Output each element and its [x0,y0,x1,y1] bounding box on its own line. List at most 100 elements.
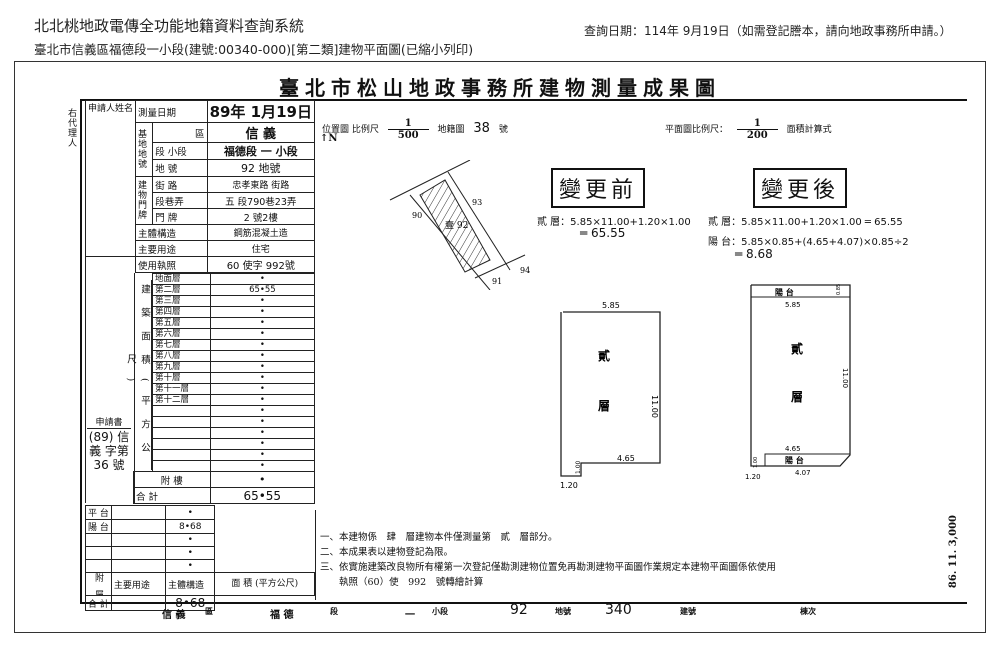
survey-date: 89年 1月19日 [206,100,316,123]
annex-use [85,559,112,573]
annex-area: • [164,546,216,560]
document-inner-border [80,99,967,604]
floor-area: • [209,438,316,450]
site-lot-below: 91 [492,277,502,286]
footer-building-no: 340 [605,602,632,618]
lot: 92 地號 [206,159,316,177]
document-title: 臺北市松山地政事務所建物測量成果圖 [279,76,721,100]
floor-area: • [209,306,316,318]
note-4: 執照（60）使 992 號轉繪計算 [320,577,484,588]
structure: 鋼筋混凝土造 [206,224,316,241]
annex-area: • [164,559,216,573]
annex-row: • [85,559,315,573]
annex-col-area: 面 積 (平方公尺) [214,572,315,596]
footer-lot: 92 [510,602,528,618]
floor-row: 第六層• [152,328,316,340]
after-formula-2: 陽 台：5.85×0.85+(4.65+4.07)×0.85÷2 [708,237,909,248]
floor-row: • [152,427,316,439]
annex-floor-label: 附 樓 [133,471,211,488]
floor-row: • [152,405,316,417]
lot-hatch [419,179,491,273]
annex-use: 陽 台 [85,519,112,534]
cadastral-map-label: 地籍圖 [437,125,465,135]
floor-label [152,416,211,428]
annex-structure [110,533,167,547]
print-code: 86. 11. 3,000 [948,515,959,589]
annex-building-table: 平 台•陽 台8•68•••附屬建物 主要用途 主體構造 面 積 (平方公尺) … [85,505,315,611]
floor-area: • [209,427,316,439]
floor-area: 65•55 [209,284,316,296]
floor-label [152,460,211,472]
scale-numerator: 1 [387,118,429,130]
section: 福德段 一 小段 [206,142,316,160]
floor-area: • [209,317,316,329]
floor-row: 地面層• [152,273,316,285]
floor-row: 第十層• [152,372,316,384]
floor-label [152,405,211,417]
agent-label: 右代理人 [66,108,76,148]
note-1: 一、本建物係 肆 層建物本件僅測量第 貳 層部分。 [320,532,558,543]
site-lot-center: 壹 92 [445,219,468,231]
applicant-label: 申請人姓名 [84,100,137,257]
annex-floor-value: • [209,471,316,488]
plan-after-dim-100: 1.00 [753,457,759,468]
plan-before-step-width: 1.20 [560,481,578,490]
system-title: 北北桃地政電傳全功能地籍資料查詢系統 [34,17,305,35]
floor-row: 第十二層• [152,394,316,406]
plan-before-right-dim: 11.00 [650,395,659,418]
after-change-stamp: 變更後 [753,168,848,208]
floor-area: • [209,405,316,417]
floor-row: • [152,449,316,461]
plan-before-step-dim: 1.00 [575,460,582,474]
plan-after-floor-unit: 層 [791,390,803,404]
site-lot-below2: 94 [520,266,530,275]
before-formula-1: 貳 層：5.85×11.00+1.20×1.00 [537,217,691,228]
land-label: 基地地號 [135,122,154,177]
main-use: 住宅 [206,240,316,257]
floor-label: 第十一層 [152,383,211,395]
use-label: 主要用途 [135,240,208,257]
house-number: 2 號2樓 [206,208,316,225]
plan-before-floor: 貳 [598,348,610,363]
area-label: 建築面積(平方公尺) [125,280,152,470]
floor-area: • [209,383,316,395]
annex-area: • [164,533,216,547]
structure-label: 主體構造 [135,224,208,241]
floor-label: 第五層 [152,317,211,329]
scale-denominator: 200 [746,130,768,141]
cadastral-map-suffix: 號 [498,125,508,135]
note-3: 三、依實施建築改良物所有權第一次登記僅勘測建物位置免再勘測建物平面圖作業規定本建… [320,562,777,573]
annex-structure [110,505,167,520]
floor-area: • [209,273,316,285]
footer-lot-suffix: 地號 [555,606,571,616]
permit-label: 使用執照 [135,256,208,273]
annex-col-structure: 主體構造 [164,572,216,596]
plan-after-step-width: 1.20 [745,473,761,481]
plan-after-balcony-top: 陽 台 [775,287,794,297]
floor-row: • [152,460,316,472]
lot-label: 地 號 [152,159,208,177]
address-label: 建物門牌 [135,176,154,225]
lane: 五 段790巷23弄 [206,192,316,209]
floor-row: 第八層• [152,350,316,362]
footer-unit-suffix: 棟次 [800,606,816,616]
annex-use: 平 台 [85,505,112,520]
floor-label [152,438,211,450]
plan-before-bottom-dim: 4.65 [617,454,635,463]
survey-date-label: 測量日期 [135,100,208,123]
floor-area: • [209,460,316,472]
before-change-stamp: 變更前 [551,168,646,208]
plan-before-floor-unit: 層 [598,399,610,413]
footer-district-suffix: 區 [205,606,213,616]
floor-plan-before: 5.85 11.00 4.65 1.00 1.20 貳 層 [560,301,661,490]
floor-area: • [209,328,316,340]
annex-total-value: 8•68 [164,595,216,611]
notes: 一、本建物係 肆 層建物本件僅測量第 貳 層部分。 二、本成果表以建物登記為限。… [320,530,776,590]
plan-after-right-dim: 11.00 [841,368,849,388]
note-2: 二、本成果表以建物登記為限。 [320,547,454,558]
